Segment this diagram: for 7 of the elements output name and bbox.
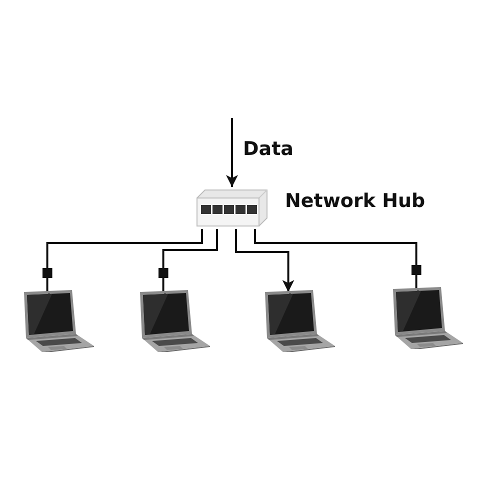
arrow (226, 118, 238, 187)
edge-label: Data (243, 138, 294, 160)
device-label: Network Hub (285, 190, 426, 212)
connector-line (158, 229, 218, 292)
arrow (235, 229, 294, 292)
connector-line (42, 229, 203, 292)
connector-line (254, 229, 422, 289)
